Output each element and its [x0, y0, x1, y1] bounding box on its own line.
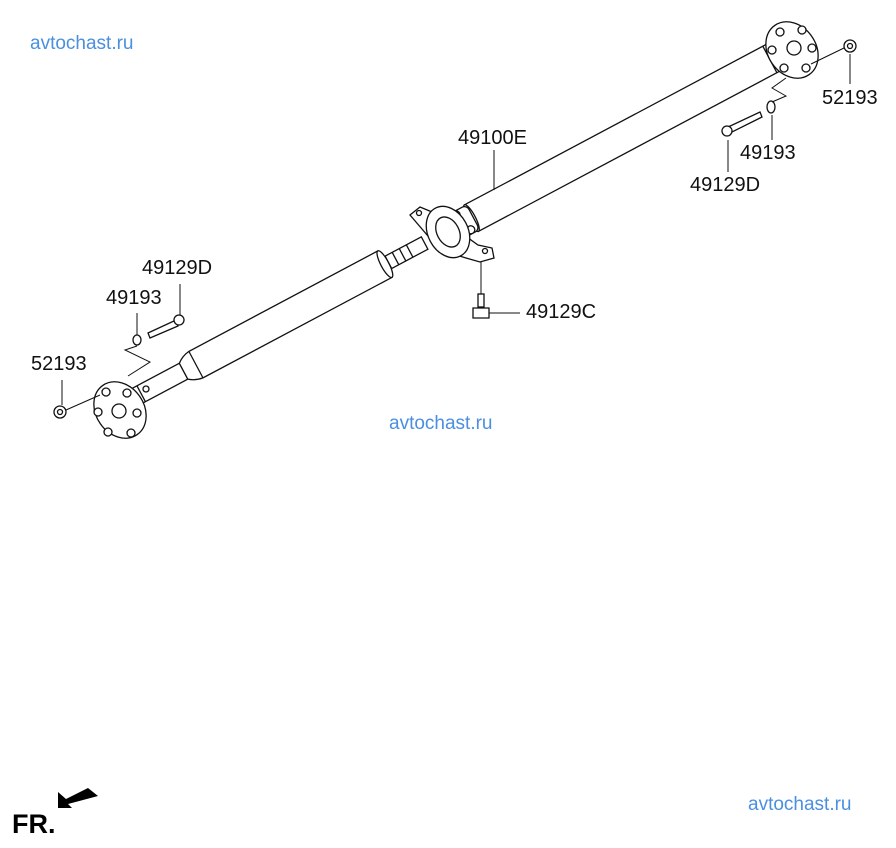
part-label-rear-bolt: 49129D: [690, 174, 761, 196]
front-nut: [53, 405, 67, 419]
part-label-rear-nut: 52193: [822, 87, 878, 109]
part-label-front-bolt: 49129D: [142, 257, 213, 279]
watermark: avtochast.ru: [748, 794, 852, 815]
part-label-shaft: 49100E: [458, 127, 527, 149]
spline-section: [384, 235, 429, 270]
rear-washer: [766, 100, 776, 114]
bearing-bolt: [472, 293, 490, 319]
part-label-rear-washer: 49193: [740, 142, 796, 164]
watermark: avtochast.ru: [389, 413, 493, 434]
front-washer: [132, 334, 142, 346]
part-label-bearing-bolt: 49129C: [526, 301, 597, 323]
center-bearing: [409, 205, 495, 263]
rear-flex-coupling: [765, 21, 819, 79]
front-direction-arrow-icon: [58, 788, 98, 808]
leader-lines: [61, 47, 851, 411]
part-label-front-nut: 52193: [31, 353, 87, 375]
part-label-front-washer: 49193: [106, 287, 162, 309]
front-direction-label: FR.: [12, 809, 56, 839]
watermark: avtochast.ru: [30, 33, 134, 54]
front-flex-coupling: [93, 381, 150, 439]
front-bolt: [147, 314, 185, 339]
rear-nut: [843, 39, 857, 53]
rear-bolt: [721, 111, 763, 137]
